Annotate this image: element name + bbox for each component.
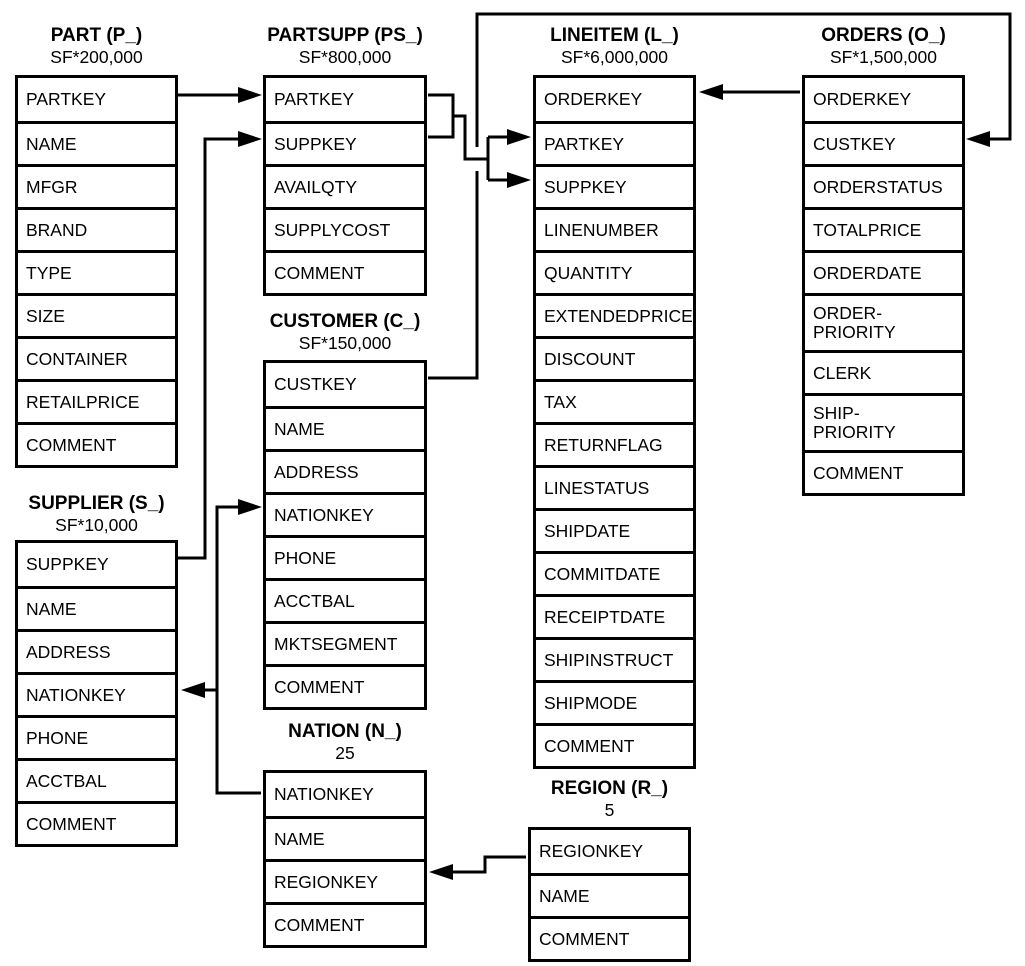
lineitem-row-discount: DISCOUNT [536, 336, 693, 379]
customer-table-cardinality: SF*150,000 [298, 333, 392, 353]
lineitem-row-commitdate: COMMITDATE [536, 551, 693, 594]
customer-row-phone: PHONE [266, 535, 424, 578]
arrowhead-into-partsupp-partkey [238, 87, 262, 103]
nation-row-comment: COMMENT [266, 902, 424, 945]
nation-row-name: NAME [266, 816, 424, 859]
orders-row-orderstatus: ORDERSTATUS [805, 164, 962, 207]
lineitem-row-orderkey: ORDERKEY [544, 89, 643, 110]
customer-row-name: NAME [266, 406, 424, 449]
lineitem-row-linestatus: LINESTATUS [536, 465, 693, 508]
arrowhead-into-supplier-nationkey [181, 682, 205, 698]
arrowhead-into-partsupp-suppkey [238, 131, 262, 147]
nation-row-nationkey: NATIONKEY [274, 784, 374, 805]
orders-row-shippriority: SHIP- PRIORITY [805, 393, 962, 450]
orders-row-totalprice: TOTALPRICE [805, 207, 962, 250]
region-table-cardinality: 5 [604, 800, 615, 820]
orders-row-orderpriority: ORDER- PRIORITY [805, 293, 962, 350]
table-nation: NATIONKEY NAME REGIONKEY COMMENT [263, 770, 427, 948]
table-part: PARTKEY NAME MFGR BRAND TYPE SIZE CONTAI… [15, 75, 178, 468]
table-region: REGIONKEY NAME COMMENT [528, 827, 691, 962]
customer-row-comment: COMMENT [266, 664, 424, 707]
customer-row-address: ADDRESS [266, 449, 424, 492]
orders-row-clerk: CLERK [805, 350, 962, 393]
arrowhead-into-lineitem-orderkey [699, 84, 723, 100]
arrowhead-into-nation-regionkey [429, 864, 453, 880]
orders-row-orderkey: ORDERKEY [813, 89, 912, 110]
lineitem-row-suppkey: SUPPKEY [536, 164, 693, 207]
fk-line-partsupp-lineitem [428, 93, 507, 182]
fk-line-region-nation [453, 855, 526, 874]
table-supplier: SUPPKEY NAME ADDRESS NATIONKEY PHONE ACC… [15, 540, 178, 847]
partsupp-table-cardinality: SF*800,000 [298, 47, 392, 67]
customer-row-custkey: CUSTKEY [274, 374, 357, 395]
supplier-table-cardinality: SF*10,000 [55, 515, 138, 535]
lineitem-table-title: LINEITEM (L_) [550, 25, 679, 46]
arrowhead-into-lineitem-suppkey [507, 172, 531, 188]
partsupp-table-title: PARTSUPP (PS_) [267, 25, 423, 46]
supplier-row-phone: PHONE [18, 715, 175, 758]
orders-table-cardinality: SF*1,500,000 [829, 47, 938, 67]
region-table-title: REGION (R_) [550, 778, 669, 799]
partsupp-row-suppkey: SUPPKEY [266, 121, 424, 164]
region-row-comment: COMMENT [531, 916, 688, 959]
orders-row-custkey: CUSTKEY [805, 121, 962, 164]
orders-table-title: ORDERS (O_) [821, 25, 946, 46]
lineitem-row-partkey: PARTKEY [536, 121, 693, 164]
region-row-name: NAME [531, 873, 688, 916]
customer-table-title: CUSTOMER (C_) [269, 311, 421, 332]
customer-row-acctbal: ACCTBAL [266, 578, 424, 621]
arrowhead-into-lineitem-partkey [507, 129, 531, 145]
region-row-regionkey: REGIONKEY [539, 841, 644, 862]
lineitem-row-shipdate: SHIPDATE [536, 508, 693, 551]
lineitem-row-receiptdate: RECEIPTDATE [536, 594, 693, 637]
part-table-title: PART (P_) [50, 25, 143, 46]
arrowhead-into-customer-nationkey [238, 499, 262, 515]
supplier-row-address: ADDRESS [18, 629, 175, 672]
lineitem-row-shipinstruct: SHIPINSTRUCT [536, 637, 693, 680]
orders-row-orderdate: ORDERDATE [805, 250, 962, 293]
lineitem-row-shipmode: SHIPMODE [536, 680, 693, 723]
nation-table-cardinality: 25 [335, 743, 355, 763]
lineitem-table-cardinality: SF*6,000,000 [560, 47, 669, 67]
partsupp-row-partkey: PARTKEY [274, 89, 355, 110]
arrowhead-into-orders-custkey [966, 131, 990, 147]
supplier-table-title: SUPPLIER (S_) [28, 493, 165, 514]
orders-row-comment: COMMENT [805, 450, 962, 493]
partsupp-row-availqty: AVAILQTY [266, 164, 424, 207]
lineitem-row-comment: COMMENT [536, 723, 693, 766]
supplier-row-comment: COMMENT [18, 801, 175, 844]
table-partsupp: PARTKEY SUPPKEY AVAILQTY SUPPLYCOST COMM… [263, 75, 427, 296]
customer-row-mktsegment: MKTSEGMENT [266, 621, 424, 664]
supplier-row-nationkey: NATIONKEY [18, 672, 175, 715]
part-table-cardinality: SF*200,000 [50, 47, 143, 67]
supplier-row-suppkey: SUPPKEY [26, 554, 109, 575]
partsupp-row-supplycost: SUPPLYCOST [266, 207, 424, 250]
part-row-brand: BRAND [18, 207, 175, 250]
part-row-name: NAME [18, 121, 175, 164]
lineitem-row-tax: TAX [536, 379, 693, 422]
table-orders: ORDERKEY CUSTKEY ORDERSTATUS TOTALPRICE … [802, 75, 965, 496]
table-lineitem: ORDERKEY PARTKEY SUPPKEY LINENUMBER QUAN… [533, 75, 696, 769]
nation-row-regionkey: REGIONKEY [266, 859, 424, 902]
table-customer: CUSTKEY NAME ADDRESS NATIONKEY PHONE ACC… [263, 360, 427, 710]
supplier-row-name: NAME [18, 586, 175, 629]
lineitem-row-returnflag: RETURNFLAG [536, 422, 693, 465]
part-row-container: CONTAINER [18, 336, 175, 379]
part-row-partkey: PARTKEY [26, 89, 107, 110]
part-row-size: SIZE [18, 293, 175, 336]
part-row-comment: COMMENT [18, 422, 175, 465]
part-row-mfgr: MFGR [18, 164, 175, 207]
part-row-retailprice: RETAILPRICE [18, 379, 175, 422]
nation-table-title: NATION (N_) [288, 721, 402, 742]
lineitem-row-linenumber: LINENUMBER [536, 207, 693, 250]
lineitem-row-extendedprice: EXTENDEDPRICE [536, 293, 693, 336]
lineitem-row-quantity: QUANTITY [536, 250, 693, 293]
customer-row-nationkey: NATIONKEY [266, 492, 424, 535]
partsupp-row-comment: COMMENT [266, 250, 424, 293]
part-row-type: TYPE [18, 250, 175, 293]
supplier-row-acctbal: ACCTBAL [18, 758, 175, 801]
